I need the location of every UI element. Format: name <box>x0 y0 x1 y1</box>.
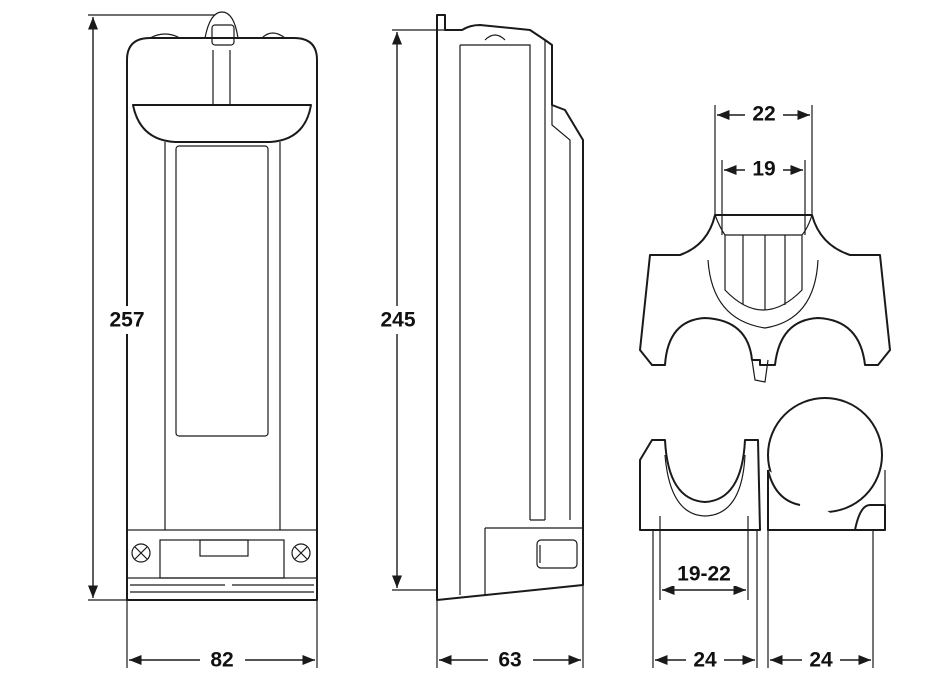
dim-front-height: 257 <box>87 14 215 601</box>
label-window <box>175 145 269 437</box>
clip-range-label: 19-22 <box>677 563 731 586</box>
front-view <box>126 11 318 601</box>
dim-clip-widths: 24 24 <box>652 530 874 672</box>
side-view <box>436 14 584 601</box>
clip-inner-label: 19 <box>752 158 775 181</box>
front-height-label: 257 <box>109 309 144 332</box>
double-clip-view <box>639 214 891 383</box>
clip-width-left-label: 24 <box>693 649 717 672</box>
screw-icon <box>131 543 151 563</box>
dim-clip-outer: 22 <box>714 103 813 215</box>
dim-side-depth: 63 <box>436 585 584 672</box>
dim-clip-range: 19-22 <box>659 516 749 600</box>
hanging-loop <box>204 11 239 39</box>
dim-front-width: 82 <box>126 600 318 672</box>
front-width-label: 82 <box>210 649 233 672</box>
screw-icon <box>291 543 311 563</box>
side-depth-label: 63 <box>498 649 521 672</box>
dim-clip-inner: 19 <box>721 158 806 235</box>
single-clips-view <box>639 397 886 531</box>
clip-width-right-label: 24 <box>809 649 833 672</box>
dim-side-height: 245 <box>375 29 462 591</box>
clip-outer-label: 22 <box>752 103 775 126</box>
top-cap <box>132 104 312 143</box>
side-height-label: 245 <box>380 309 415 332</box>
